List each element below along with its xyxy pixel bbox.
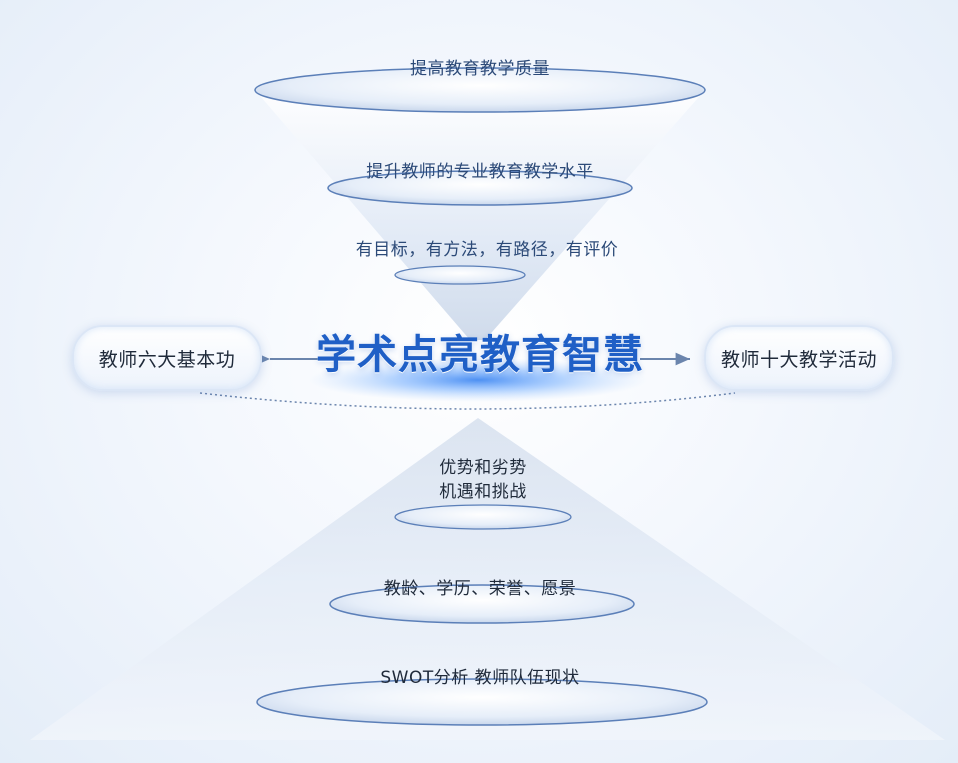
upper-level-2-label: 提升教师的专业教育教学水平 (366, 162, 594, 182)
upper-level-3-label: 有目标，有方法，有路径，有评价 (355, 240, 619, 260)
lower-disk-1 (394, 504, 572, 530)
upper-disk-3 (394, 265, 526, 285)
title-glow (308, 358, 648, 402)
left-node-button[interactable]: 教师六大基本功 (72, 325, 262, 391)
lower-disk-3 (256, 678, 708, 726)
upper-level-1-label: 提高教育教学质量 (410, 59, 550, 79)
lower-level-3-label: SWOT分析 教师队伍现状 (380, 668, 580, 688)
lower-level-2-label: 教龄、学历、荣誉、愿景 (383, 579, 577, 599)
upper-disk-1 (254, 67, 706, 113)
right-node-button[interactable]: 教师十大教学活动 (704, 325, 894, 391)
lower-level-1-label: 优势和劣势 机遇和挑战 (439, 458, 527, 502)
lower-cone (30, 418, 945, 740)
center-title: 学术点亮教育智慧 (316, 332, 644, 378)
lower-disk-2 (329, 584, 635, 624)
upper-disk-2 (327, 170, 633, 206)
upper-cone (255, 90, 705, 340)
